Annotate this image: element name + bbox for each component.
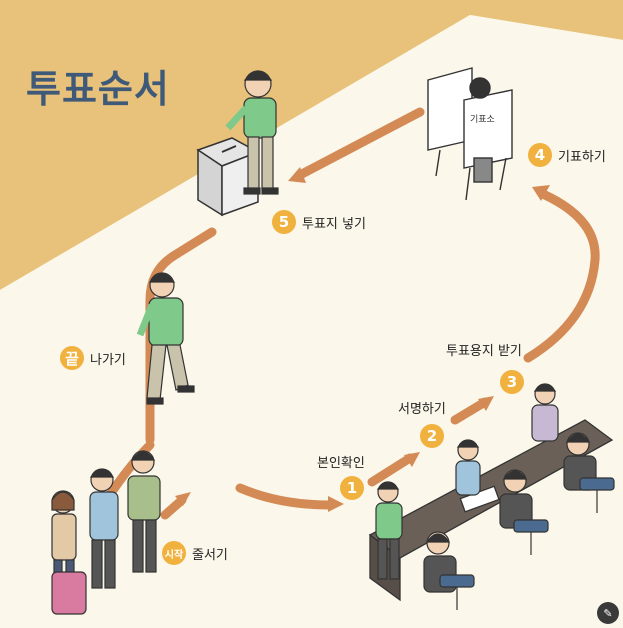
step-badge-5: 5 [272,210,296,234]
step-label-1: 본인확인 [317,456,365,471]
chairs [439,477,615,610]
step-4: 4 기표하기 [528,143,606,167]
step-label-2: 서명하기 [398,402,446,417]
step-label-3: 투표용지 받기 [446,344,522,359]
step-badge-3: 3 [500,370,524,394]
step-badge-start: 시작 [162,541,186,565]
step-label-end: 나가기 [90,352,126,368]
exiting-voter [136,272,195,405]
path-segment-exit [145,227,217,445]
arrow-heads [175,167,550,512]
step-label-5: 투표지 넣기 [302,216,366,232]
path-segment-3 [450,397,490,425]
step-badge-1: 1 [340,476,364,500]
background-gold-region [0,0,623,290]
table-people [375,383,597,593]
path-segment-4 [523,190,600,363]
step-label-4: 기표하기 [558,149,606,165]
arrowhead-5 [288,167,306,183]
arrowhead-1 [328,496,344,512]
path-arrows [95,107,600,520]
arrowhead-2 [404,452,420,467]
step-label-start: 줄서기 [192,547,228,563]
arrowhead-3 [478,396,494,411]
step-end: 끝 나가기 [60,346,126,370]
path-segment-start [160,495,187,520]
step-badge-2: 2 [420,424,444,448]
voter-at-ballot-box [225,70,279,195]
queue-people [51,450,161,615]
voting-booth [427,67,513,201]
path-segment-1 [235,483,335,510]
step-badge-4: 4 [528,143,552,167]
step-5: 5 투표지 넣기 [272,210,366,234]
path-segment-2 [367,453,415,487]
booth-sign: 기표소 [470,115,495,125]
step-start: 시작 줄서기 [162,541,228,565]
path-segment-5 [295,107,425,180]
step-badge-end: 끝 [60,346,84,370]
arrowhead-4 [532,185,550,201]
page-title: 투표순서 [26,67,170,111]
arrowhead-start [175,492,191,506]
edit-icon[interactable]: ✎ [597,602,619,624]
